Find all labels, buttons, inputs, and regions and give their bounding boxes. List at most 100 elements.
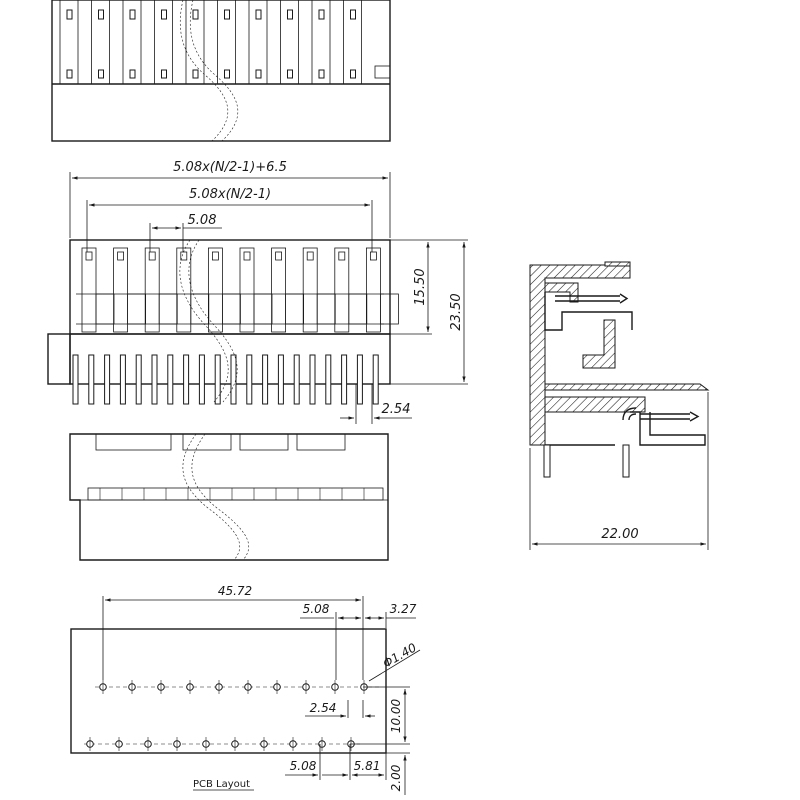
height-upper-dimension: 15.50 <box>413 268 428 305</box>
front-contact-window <box>207 247 223 333</box>
top-slot <box>91 0 110 85</box>
front-pin <box>72 354 79 405</box>
pcb-row-offset-dimension: 2.54 <box>310 701 337 715</box>
front-cavity <box>221 293 241 325</box>
front-contact-window <box>365 247 381 333</box>
pitch-span-dimension: 5.08x(N/2-1) <box>189 187 271 202</box>
top-slot-upper-contact <box>192 9 199 20</box>
front-contact-window <box>239 247 255 333</box>
top-slot <box>154 0 173 85</box>
top-slot-lower-contact <box>161 69 167 79</box>
front-cavity <box>127 293 146 325</box>
front-pin <box>104 354 111 405</box>
pcb-bottom-edge-offset-dimension: 5.81 <box>354 759 381 773</box>
top-slot-lower-contact <box>66 69 73 79</box>
front-pin <box>341 354 348 405</box>
front-pin <box>246 354 253 405</box>
top-slot-upper-contact <box>66 9 73 20</box>
pcb-layout: 45.72 5.08 3.27 Φ1.40 2.54 10.00 5.08 5.… <box>70 584 421 795</box>
top-slot <box>217 0 236 85</box>
bottom-view <box>69 433 389 561</box>
front-upper-contact <box>275 251 283 261</box>
front-pin <box>198 354 205 405</box>
pin-offset-dimension: 2.54 <box>382 402 411 417</box>
front-contact-window <box>302 247 318 333</box>
front-cavity <box>253 293 273 325</box>
pcb-row-spacing-dimension: 10.00 <box>389 698 403 733</box>
pcb-pitch-dimension: 5.08 <box>303 602 330 616</box>
front-upper-contact <box>338 251 346 261</box>
top-slot <box>122 0 142 85</box>
top-slot-lower-contact <box>129 69 136 79</box>
front-pin <box>119 354 126 405</box>
front-pin <box>167 354 174 405</box>
front-upper-contact <box>369 251 377 261</box>
side-section-view: 22.00 <box>529 261 710 550</box>
front-contact-window <box>113 247 128 333</box>
front-pin <box>309 354 316 405</box>
top-slot <box>185 0 205 85</box>
front-pin <box>230 354 237 405</box>
front-cavity <box>316 293 336 325</box>
front-contact-window <box>271 247 287 333</box>
top-slot-upper-contact <box>224 9 230 20</box>
front-upper-contact <box>85 251 93 261</box>
front-upper-contact <box>306 251 314 261</box>
top-latch <box>374 65 391 79</box>
front-pin <box>325 354 332 405</box>
front-pin <box>356 354 363 405</box>
bottom-latch-tab <box>239 433 289 451</box>
top-slot <box>248 0 268 85</box>
top-slot-upper-contact <box>129 9 136 20</box>
pcb-edge-clearance-dimension: 2.00 <box>389 764 403 791</box>
top-slot-lower-contact <box>224 69 230 79</box>
front-upper-contact <box>117 251 124 261</box>
front-upper-contact <box>148 251 156 261</box>
top-view <box>51 0 391 142</box>
top-slot-lower-contact <box>350 69 356 79</box>
front-upper-contact <box>243 251 251 261</box>
top-slot <box>280 0 299 85</box>
front-contact-window <box>334 247 350 333</box>
top-slot <box>59 0 79 85</box>
top-slot-upper-contact <box>98 9 104 20</box>
top-slot-upper-contact <box>350 9 356 20</box>
front-pin <box>262 354 269 405</box>
front-upper-contact <box>211 251 219 261</box>
top-slot-lower-contact <box>287 69 293 79</box>
overall-width-dimension: 5.08x(N/2-1)+6.5 <box>173 160 287 175</box>
top-slot <box>343 0 362 85</box>
front-pin <box>135 354 142 405</box>
front-cavity <box>95 293 115 325</box>
top-slot-lower-contact <box>255 69 262 79</box>
front-contact-window <box>81 247 97 333</box>
bottom-latch-tab <box>95 433 172 451</box>
pcb-edge-offset-dimension: 3.27 <box>390 602 417 616</box>
top-slot-upper-contact <box>255 9 262 20</box>
front-view: 5.08x(N/2-1)+6.5 5.08x(N/2-1) 5.08 15.50… <box>47 160 468 424</box>
front-cavity <box>158 293 178 325</box>
pcb-layout-caption: PCB Layout <box>193 779 250 790</box>
front-pin <box>277 354 284 405</box>
height-total-dimension: 23.50 <box>449 293 464 330</box>
bottom-latch-tab <box>182 433 232 451</box>
pcb-span-dimension: 45.72 <box>218 584 252 598</box>
top-slot-lower-contact <box>98 69 104 79</box>
front-cavity <box>190 293 210 325</box>
front-contact-window <box>144 247 160 333</box>
front-cavity <box>348 293 368 325</box>
top-slot-upper-contact <box>161 9 167 20</box>
front-cavity <box>379 293 399 325</box>
front-pin <box>183 354 190 405</box>
front-cavity <box>285 293 305 325</box>
top-slot <box>311 0 331 85</box>
front-pin <box>88 354 95 405</box>
front-pin <box>293 354 300 405</box>
front-contact-window <box>176 247 192 333</box>
front-pin <box>214 354 221 405</box>
top-slot-upper-contact <box>318 9 325 20</box>
pitch-dimension: 5.08 <box>188 213 217 228</box>
top-slot-lower-contact <box>192 69 199 79</box>
front-pin <box>372 354 379 405</box>
